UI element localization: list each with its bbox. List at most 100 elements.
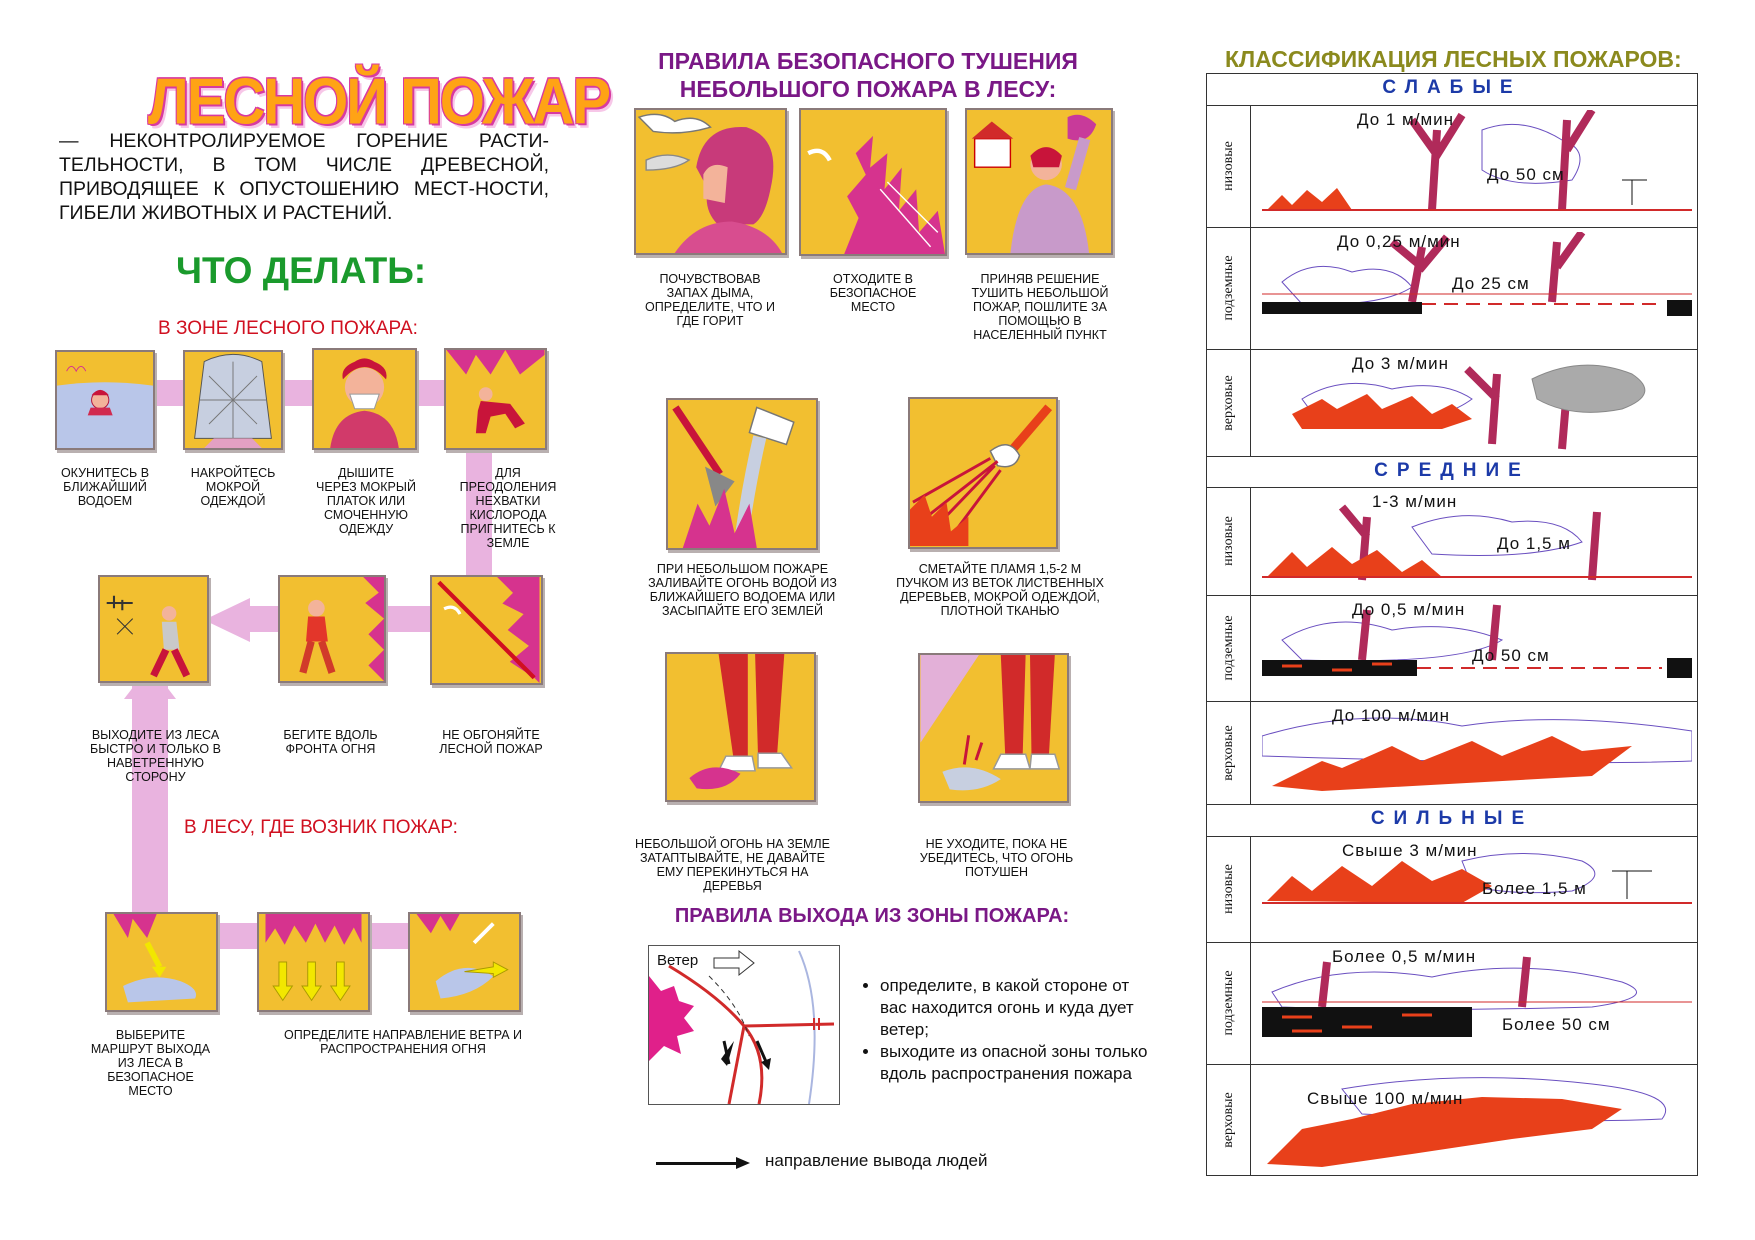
picture-breathe-cloth	[312, 348, 417, 450]
illustration-strong-underground: Более 0,5 м/мин Более 50 см	[1262, 947, 1692, 1059]
legend-text: направление вывода людей	[765, 1151, 988, 1170]
picture-wind-direction	[408, 912, 521, 1012]
group-medium-heading: СРЕДНИЕ	[1374, 460, 1530, 481]
illustration-medium-ground: 1-3 м/мин До 1,5 м	[1262, 492, 1692, 590]
speed-label: Свыше 3 м/мин	[1342, 841, 1478, 860]
speed-label: До 1 м/мин	[1357, 110, 1455, 129]
legend-arrow	[656, 1162, 741, 1165]
row-line	[1207, 227, 1697, 228]
picture-no-overtaking	[430, 575, 543, 685]
side-label: верховые	[1207, 349, 1251, 456]
picture-crouch	[444, 348, 547, 450]
picture-choose-route	[105, 912, 218, 1012]
picture-water-soil	[666, 398, 818, 550]
connector-up	[132, 685, 168, 925]
classification-heading: КЛАССИФИКАЦИЯ ЛЕСНЫХ ПОЖАРОВ:	[1225, 46, 1682, 72]
extinguish-step-3-caption: ПРИНЯВ РЕШЕНИЕ ТУШИТЬ НЕБОЛЬШОЙ ПОЖАР, П…	[971, 272, 1109, 342]
picture-smell-smoke	[634, 108, 787, 255]
illustration-weak-underground: До 0,25 м/мин До 25 см	[1262, 232, 1692, 344]
zone-step-1-caption: ОКУНИТЕСЬ В БЛИЖАЙШИЙ ВОДОЕМ	[60, 466, 150, 508]
picture-fire-front	[257, 912, 370, 1012]
side-label: низовые	[1207, 487, 1251, 595]
speed-label: До 100 м/мин	[1332, 706, 1450, 725]
height-label: До 1,5 м	[1497, 534, 1571, 553]
row-line	[1207, 456, 1697, 457]
extinguish-step-7-caption: НЕ УХОДИТЕ, ПОКА НЕ УБЕДИТЕСЬ, ЧТО ОГОНЬ…	[919, 837, 1074, 879]
page-title: ЛЕСНОЙ ПОЖАР	[148, 65, 611, 138]
picture-wet-clothes	[183, 350, 283, 450]
group-weak-heading: СЛАБЫЕ	[1382, 77, 1522, 98]
illustration-medium-crown: До 100 м/мин	[1262, 706, 1692, 800]
extinguish-step-1-caption: ПОЧУВСТВОВАВ ЗАПАХ ДЫМА, ОПРЕДЕЛИТЕ, ЧТО…	[645, 272, 775, 328]
side-label: верховые	[1207, 1064, 1251, 1175]
wind-arrow	[713, 949, 755, 977]
row-line	[1207, 942, 1697, 943]
wind-label: Ветер	[657, 952, 699, 969]
side-label: подземные	[1207, 595, 1251, 701]
speed-label: До 0,25 м/мин	[1337, 232, 1461, 251]
side-label: низовые	[1207, 105, 1251, 227]
extinguish-step-6-caption: НЕБОЛЬШОЙ ОГОНЬ НА ЗЕМЛЕ ЗАТАПТЫВАЙТЕ, Н…	[635, 837, 830, 893]
speed-label: До 0,5 м/мин	[1352, 600, 1466, 619]
speed-label: 1-3 м/мин	[1372, 492, 1458, 511]
fire-zone-shape	[649, 976, 694, 1061]
picture-sweep-flames	[908, 397, 1058, 549]
definition-text: — НЕКОНТРОЛИРУЕМОЕ ГОРЕНИЕ РАСТИ-ТЕЛЬНОС…	[59, 130, 549, 224]
row-line	[1207, 804, 1697, 805]
exit-bullets: определите, в какой стороне от вас наход…	[860, 975, 1150, 1085]
extinguish-heading-line2: НЕБОЛЬШОГО ПОЖАРА В ЛЕСУ:	[679, 76, 1057, 102]
row-line	[1207, 836, 1697, 837]
height-label: До 50 см	[1487, 165, 1565, 184]
forest-step-2-caption: ОПРЕДЕЛИТЕ НАПРАВЛЕНИЕ ВЕТРА И РАСПРОСТР…	[283, 1028, 523, 1056]
picture-leave-windward	[98, 575, 209, 683]
picture-safe-place	[799, 108, 947, 256]
picture-run-along-front	[278, 575, 386, 683]
zone-heading: В ЗОНЕ ЛЕСНОГО ПОЖАРА:	[158, 318, 418, 339]
zone-step-5-caption: НЕ ОБГОНЯЙТЕ ЛЕСНОЙ ПОЖАР	[439, 728, 543, 756]
classification-table: СЛАБЫЕ СРЕДНИЕ СИЛЬНЫЕ низовые подземные…	[1206, 73, 1698, 1176]
side-label: низовые	[1207, 836, 1251, 942]
speed-label: Более 0,5 м/мин	[1332, 947, 1477, 966]
forest-step-1-caption: ВЫБЕРИТЕ МАРШРУТ ВЫХОДА ИЗ ЛЕСА В БЕЗОПА…	[90, 1028, 211, 1098]
extinguish-step-4-caption: ПРИ НЕБОЛЬШОМ ПОЖАРЕ ЗАЛИВАЙТЕ ОГОНЬ ВОД…	[648, 562, 837, 618]
speed-label: Свыше 100 м/мин	[1307, 1089, 1464, 1108]
extinguish-heading-line1: ПРАВИЛА БЕЗОПАСНОГО ТУШЕНИЯ	[658, 48, 1078, 74]
zone-step-6-caption: БЕГИТЕ ВДОЛЬ ФРОНТА ОГНЯ	[283, 728, 378, 756]
row-line	[1207, 1064, 1697, 1065]
height-label: До 25 см	[1452, 274, 1530, 293]
exit-map: Ветер	[648, 945, 840, 1105]
row-line	[1207, 349, 1697, 350]
exit-bullet-2: выходите из опасной зоны только вдоль ра…	[880, 1041, 1150, 1085]
group-strong-heading: СИЛЬНЫЕ	[1370, 808, 1534, 829]
height-label: Более 1,5 м	[1482, 879, 1587, 898]
forest-heading: В ЛЕСУ, ГДЕ ВОЗНИК ПОЖАР:	[184, 817, 458, 838]
zone-step-2-caption: НАКРОЙТЕСЬ МОКРОЙ ОДЕЖДОЙ	[190, 466, 276, 508]
row-line	[1207, 487, 1697, 488]
extinguish-step-5-caption: СМЕТАЙТЕ ПЛАМЯ 1,5-2 М ПУЧКОМ ИЗ ВЕТОК Л…	[896, 562, 1104, 618]
row-line	[1207, 701, 1697, 702]
exit-heading: ПРАВИЛА ВЫХОДА ИЗ ЗОНЫ ПОЖАРА:	[674, 905, 1070, 927]
row-line	[1207, 105, 1697, 106]
exit-bullet-1: определите, в какой стороне от вас наход…	[880, 975, 1150, 1041]
side-label: подземные	[1207, 942, 1251, 1064]
row-line	[1207, 595, 1697, 596]
picture-dive-water	[55, 350, 155, 450]
connector-row2b	[240, 606, 280, 632]
what-to-do-heading: ЧТО ДЕЛАТЬ:	[176, 250, 427, 291]
extinguish-step-2-caption: ОТХОДИТЕ В БЕЗОПАСНОЕ МЕСТО	[829, 272, 917, 314]
illustration-medium-underground: До 0,5 м/мин До 50 см	[1262, 600, 1692, 696]
zone-step-7-caption: ВЫХОДИТЕ ИЗ ЛЕСА БЫСТРО И ТОЛЬКО В НАВЕТ…	[90, 728, 221, 784]
side-label: подземные	[1207, 227, 1251, 349]
speed-label: До 3 м/мин	[1352, 354, 1450, 373]
illustration-weak-crown: До 3 м/мин	[1262, 354, 1692, 452]
height-label: До 50 см	[1472, 646, 1550, 665]
picture-trample-fire	[665, 652, 816, 802]
extinguish-heading: ПРАВИЛА БЕЗОПАСНОГО ТУШЕНИЯ НЕБОЛЬШОГО П…	[628, 47, 1108, 103]
legend-arrow-head	[736, 1157, 750, 1169]
zone-step-4-caption: ДЛЯ ПРЕОДОЛЕНИЯ НЕХВАТКИ КИСЛОРОДА ПРИГН…	[459, 466, 557, 550]
picture-call-help	[965, 108, 1113, 255]
height-label: Более 50 см	[1502, 1015, 1611, 1034]
side-label: верховые	[1207, 701, 1251, 804]
zone-step-3-caption: ДЫШИТЕ ЧЕРЕЗ МОКРЫЙ ПЛАТОК ИЛИ СМОЧЕННУЮ…	[316, 466, 416, 536]
illustration-weak-ground: До 1 м/мин До 50 см	[1262, 110, 1692, 222]
